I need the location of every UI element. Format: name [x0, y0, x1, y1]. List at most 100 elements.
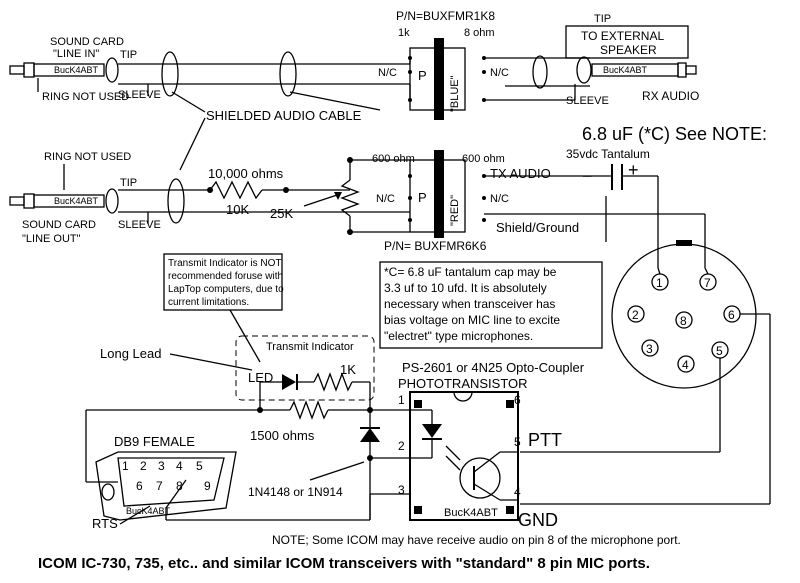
cap-plus: + [628, 160, 639, 180]
ti-note-line-2: recommended foruse with [168, 271, 283, 282]
cap-minus: − [582, 166, 593, 186]
tip-label-rx: TIP [594, 13, 611, 25]
opto-coupler: 1 2 3 4 5 6 BucK4ABT [398, 391, 521, 521]
sound-card-out-label-1: SOUND CARD [22, 219, 96, 231]
r1500-label: 1500 ohms [250, 428, 315, 443]
db9-connector: 1 2 3 4 5 6 7 8 9 BucK4ABT [95, 451, 237, 521]
db9-pin: 2 [140, 459, 147, 473]
opto-pin: 4 [514, 485, 521, 499]
sound-card-out-label-2: "LINE OUT" [22, 233, 81, 245]
rx-audio-label: RX AUDIO [642, 89, 699, 103]
diode-label: 1N4148 or 1N914 [248, 485, 343, 499]
opto-label-2: PHOTOTRANSISTOR [398, 376, 528, 391]
nc-red-right: N/C [490, 193, 509, 205]
plug-brand-out: BucK4ABT [54, 196, 99, 206]
svg-text:7: 7 [704, 276, 711, 290]
mic-pin: 1 [651, 273, 669, 291]
mic-connector: 1 7 2 8 6 3 4 5 [611, 240, 757, 389]
svg-text:6: 6 [728, 308, 735, 322]
opto-pin: 2 [398, 439, 405, 453]
to-external-label: TO EXTERNAL [581, 29, 664, 43]
db9-label: DB9 FEMALE [114, 434, 195, 449]
sleeve-label-mid: SLEEVE [118, 219, 161, 231]
db9-pin: 6 [136, 479, 143, 493]
db9-brand: BucK4ABT [126, 506, 171, 516]
line-in-plug: BucK4ABT [9, 57, 119, 83]
ratio-8ohm: 8 ohm [464, 27, 495, 39]
primary-label-blue: P [418, 68, 427, 83]
mic-pin: 4 [677, 355, 695, 373]
opto-brand: BucK4ABT [444, 507, 498, 519]
shield-ground-label: Shield/Ground [496, 220, 579, 235]
cap-note-line-5: "electret" type microphones. [384, 329, 533, 343]
cap-note-line-1: *C= 6.8 uF tantalum cap may be [384, 265, 557, 279]
gnd-label: GND [518, 510, 558, 530]
ptt-label: PTT [528, 430, 562, 450]
plug-brand-in: BucK4ABT [54, 65, 99, 75]
transmit-indicator-label: Transmit Indicator [266, 341, 354, 353]
db9-pin: 5 [196, 459, 203, 473]
speaker-plug: BucK4ABT [576, 56, 697, 84]
sleeve-label-rx: SLEEVE [566, 95, 609, 107]
transmit-indicator-note: Transmit Indicator is NOT recommended fo… [163, 253, 284, 311]
ti-note-line-4: current limitations. [168, 297, 249, 308]
cap-note-line-4: bias voltage on MIC line to excite [384, 313, 560, 327]
cap-note-box: *C= 6.8 uF tantalum cap may be 3.3 uf to… [379, 261, 603, 349]
nc-blue-right: N/C [490, 67, 509, 79]
ti-note-line-3: LapTop computers, due to [168, 284, 284, 295]
mic-pin: 7 [699, 273, 717, 291]
tip-label-top: TIP [120, 49, 137, 61]
svg-text:4: 4 [682, 358, 689, 372]
blue-label: "BLUE" [449, 75, 461, 112]
ring-not-used-mid: RING NOT USED [44, 151, 131, 163]
opto-pin: 5 [514, 435, 521, 449]
sleeve-label-top: SLEEVE [118, 89, 161, 101]
shielded-cable-label: SHIELDED AUDIO CABLE [206, 108, 362, 123]
bottom-note: NOTE; Some ICOM may have receive audio o… [272, 533, 681, 547]
blue-transformer: P "BLUE" [408, 38, 486, 120]
resistor-10000-label: 10,000 ohms [208, 166, 284, 181]
line-out-plug: BucK4ABT [9, 188, 119, 214]
part-number-blue: P/N=BUXFMR1K8 [396, 9, 495, 23]
tip-label-mid: TIP [120, 177, 137, 189]
opto-pin: 3 [398, 483, 405, 497]
tx-audio-label: TX AUDIO [490, 166, 551, 181]
svg-text:1: 1 [656, 276, 663, 290]
led-label: LED [248, 370, 273, 385]
diagram-title: ICOM IC-730, 735, etc.. and similar ICOM… [38, 555, 650, 572]
cap-value-label: 6.8 uF (*C) See NOTE: [582, 124, 767, 144]
rts-label: RTS [92, 516, 118, 531]
ratio-1k: 1k [398, 27, 410, 39]
red-label: "RED" [449, 195, 461, 226]
mic-pin: 3 [641, 339, 659, 357]
db9-pin: 8 [176, 479, 183, 493]
ring-not-used-top: RING NOT USED [42, 91, 129, 103]
ohm600-right: 600 ohm [462, 153, 505, 165]
speaker-label: SPEAKER [600, 43, 657, 57]
db9-pin: 7 [156, 479, 163, 493]
opto-pin: 6 [514, 393, 521, 407]
r1k-label: 1K [340, 362, 356, 377]
db9-pin: 3 [158, 459, 165, 473]
mic-pin: 2 [627, 305, 645, 323]
cap-rating-label: 35vdc Tantalum [566, 147, 650, 161]
nc-red-left: N/C [376, 193, 395, 205]
ti-note-line-1: Transmit Indicator is NOT [168, 258, 282, 269]
plug-brand-rx: BucK4ABT [603, 65, 648, 75]
opto-label-1: PS-2601 or 4N25 Opto-Coupler [402, 360, 585, 375]
db9-pin: 1 [122, 459, 129, 473]
db9-pin: 9 [204, 479, 211, 493]
sound-card-in-label-1: SOUND CARD [50, 36, 124, 48]
ohm600-left: 600 ohm [372, 153, 415, 165]
nc-blue-left: N/C [378, 67, 397, 79]
svg-text:8: 8 [680, 314, 687, 328]
primary-label-red: P [418, 190, 427, 205]
red-transformer: P "RED" [408, 150, 486, 238]
svg-text:5: 5 [716, 344, 723, 358]
long-lead-label: Long Lead [100, 346, 161, 361]
mic-pin: 5 [711, 341, 729, 359]
sound-card-in-label-2: "LINE IN" [53, 48, 99, 60]
pot-25k-label: 25K [270, 206, 293, 221]
db9-pin: 4 [176, 459, 183, 473]
mic-pin: 6 [723, 305, 741, 323]
